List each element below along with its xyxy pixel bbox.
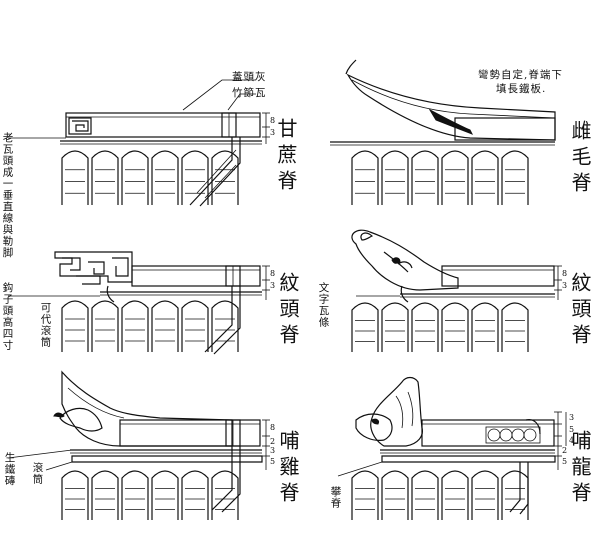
roof-tile — [411, 302, 439, 352]
roof-tile — [471, 150, 499, 205]
roof-tile — [121, 150, 149, 205]
dim-p5-d: 5 — [270, 457, 276, 466]
roof-tile — [151, 470, 179, 520]
label-gaitou-hui: 蓋頭灰 — [232, 71, 267, 83]
dim-p3-a: 8 — [270, 269, 276, 278]
roof-tile — [501, 150, 529, 205]
dim-p3-b: 3 — [270, 281, 276, 290]
dim-p6-a: 3 — [569, 413, 575, 422]
roof-tile — [151, 150, 179, 205]
roof-tile — [61, 470, 89, 520]
panel-wentou — [8, 251, 270, 355]
label-wenzi: 文字瓦條 — [317, 282, 330, 328]
dim-p1-a: 8 — [270, 116, 276, 125]
roof-tile — [471, 470, 499, 520]
roof-tile — [351, 302, 379, 352]
roof-tile — [351, 150, 379, 205]
label-guntong: 滾筒 — [31, 462, 44, 485]
roof-tile — [501, 470, 529, 520]
dim-p5-b: 2 — [270, 437, 276, 446]
roof-tile — [411, 150, 439, 205]
roof-tile — [91, 150, 119, 205]
dim-p1-b: 3 — [270, 128, 276, 137]
title-buji: 哺雞脊 — [276, 430, 300, 508]
roof-tile — [351, 470, 379, 520]
title-wentou-right: 紋頭脊 — [568, 272, 592, 350]
label-kedai: 可代滾筒 — [39, 302, 52, 348]
roof-tile — [91, 470, 119, 520]
panel-wentou-right — [351, 229, 562, 352]
roof-tile — [211, 470, 239, 520]
roof-tile — [181, 150, 209, 205]
title-bulong: 哺龍脊 — [568, 430, 592, 508]
roof-tile — [61, 150, 89, 205]
roof-tile — [471, 302, 499, 352]
roof-tile — [91, 300, 119, 352]
panel-ganzhe — [8, 79, 270, 207]
roof-tile — [181, 300, 209, 352]
label-laowa: 老瓦頭成一垂直線與勒脚 — [1, 132, 14, 259]
roof-tile — [441, 150, 469, 205]
roof-tile — [381, 302, 409, 352]
dim-p4-b: 3 — [562, 281, 568, 290]
rooster-ornament-icon — [53, 370, 233, 447]
dim-p6-d: 2 — [562, 446, 568, 455]
roof-tile — [211, 150, 239, 205]
label-wanshi: 彎勢自定,脊端下 — [478, 69, 563, 81]
dim-p5-a: 8 — [270, 423, 276, 432]
label-shengtie: 生鐵磚 — [3, 452, 16, 487]
dragon-head-ornament-icon — [355, 376, 423, 447]
label-gouzi: 鈎子頭高四寸 — [1, 282, 14, 351]
roof-tile — [441, 470, 469, 520]
fret-scroll-icon-large — [54, 251, 133, 285]
panel-buji — [7, 370, 270, 520]
roof-tile — [181, 470, 209, 520]
dim-p4-a: 8 — [562, 269, 568, 278]
panel-dizhua — [330, 59, 556, 205]
panel-bulong — [337, 376, 567, 520]
title-wentou: 紋頭脊 — [276, 272, 300, 350]
roof-tile — [121, 470, 149, 520]
title-dizhua: 雌毛脊 — [568, 120, 592, 198]
dim-p6-c: 4 — [569, 436, 575, 445]
roof-tile — [381, 150, 409, 205]
coin-lattice — [485, 426, 541, 444]
roof-tile — [501, 302, 529, 352]
roof-tile — [441, 302, 469, 352]
roof-tile — [411, 470, 439, 520]
title-ganzhe: 甘蔗脊 — [274, 118, 298, 196]
curl-scroll-icon — [351, 229, 459, 291]
dim-p5-c: 3 — [270, 446, 276, 455]
roof-tile — [211, 300, 239, 352]
label-panji: 攀脊 — [329, 486, 342, 509]
dim-p6-e: 5 — [562, 457, 568, 466]
fret-scroll-icon — [68, 117, 92, 135]
dim-p6-b: 5 — [569, 425, 575, 434]
label-tianchang: 填長鐵板. — [496, 83, 547, 95]
roof-tile — [381, 470, 409, 520]
roof-tile — [151, 300, 179, 352]
roof-tile — [61, 300, 89, 352]
roof-tile — [121, 300, 149, 352]
label-zhujie-wa: 竹節瓦 — [232, 87, 267, 99]
